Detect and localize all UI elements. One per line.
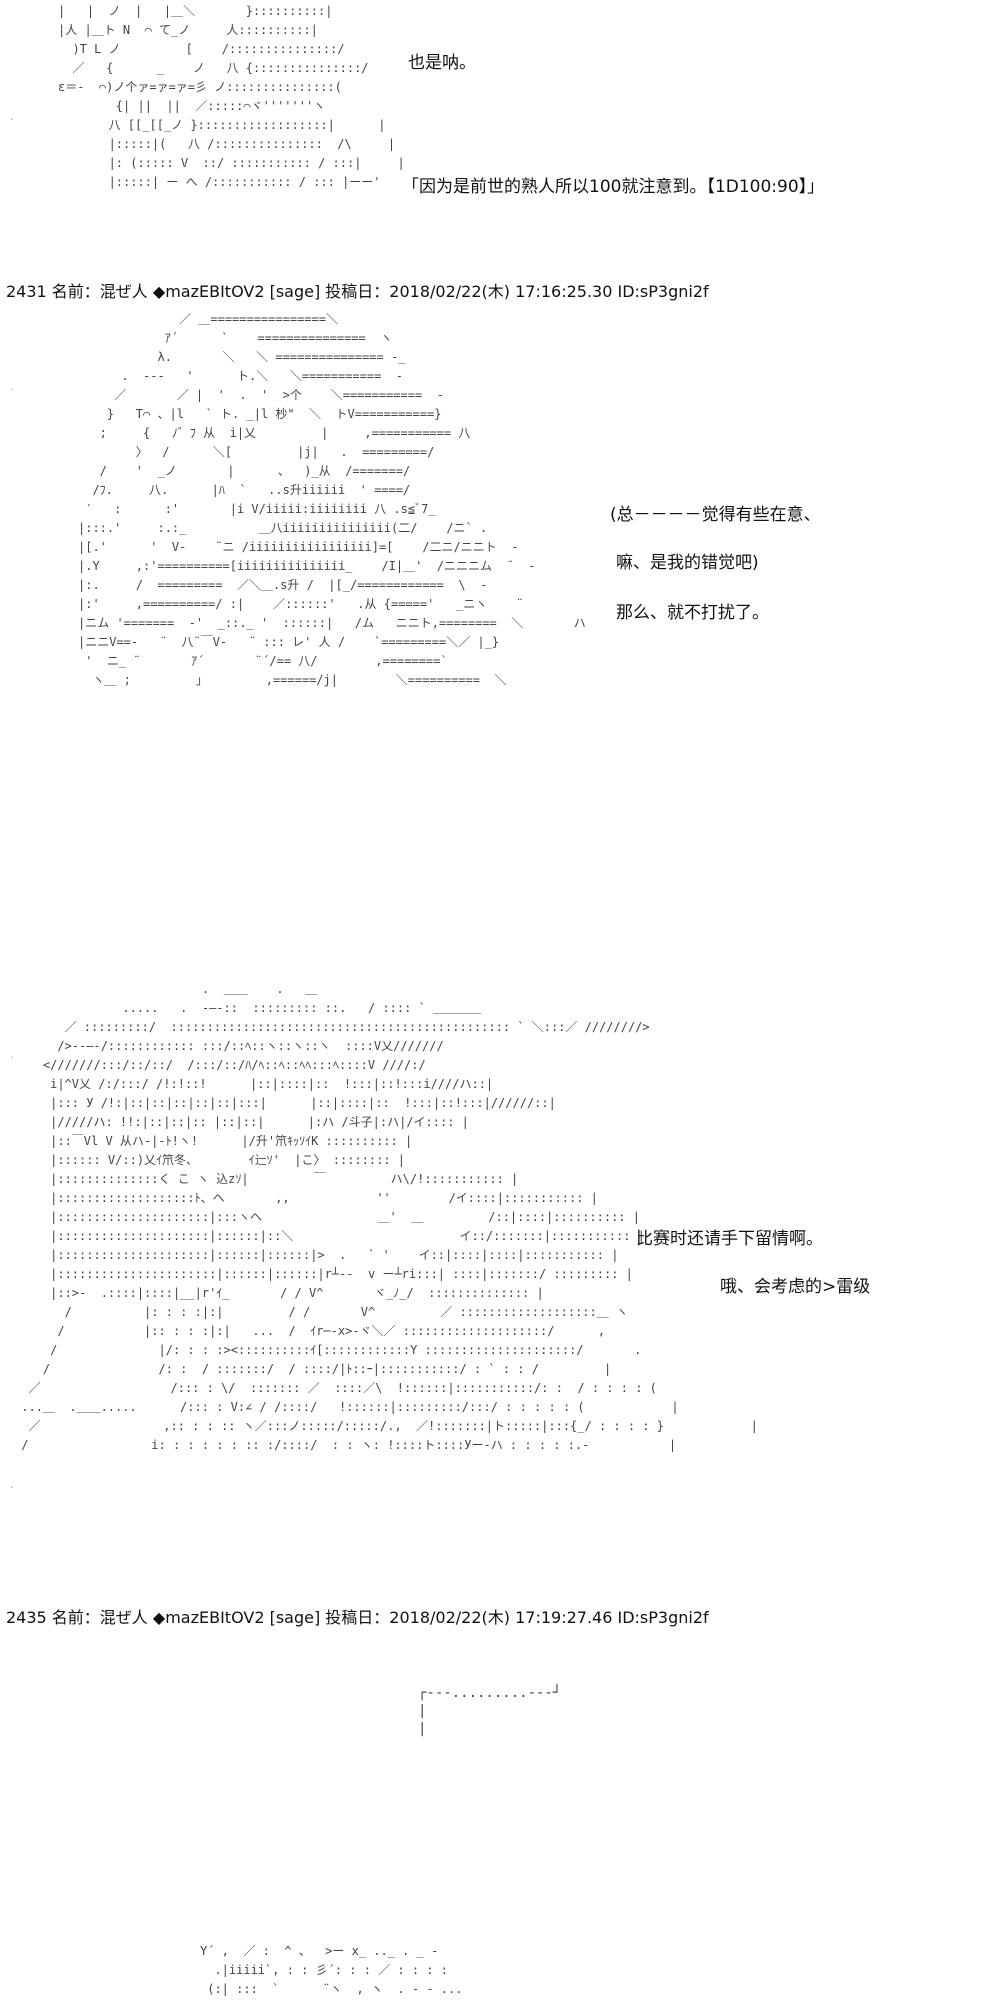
dialog-line: (总－－－－觉得有些在意、 bbox=[610, 505, 821, 525]
dialog-line: 「因为是前世的熟人所以100就注意到。【1D100:90】」 bbox=[402, 177, 825, 197]
dialog-line: 哦、会考虑的>雷级 bbox=[720, 1277, 871, 1297]
margin-dot: . bbox=[10, 382, 14, 393]
ascii-art-figure-2: ／ ＿================＼ ｱ´ ` ==============… bbox=[78, 312, 586, 687]
dialog-line: 嘛、是我的错觉吧) bbox=[616, 553, 759, 573]
margin-dot: . bbox=[10, 112, 14, 123]
ascii-art-bracket: ┌‐‐‐.........‐‐‐┘ | | bbox=[418, 1685, 562, 1737]
dialog-line: 也是呐。 bbox=[408, 53, 476, 73]
margin-dot: . bbox=[10, 1050, 14, 1061]
dialog-line: 比赛时还请手下留情啊。 bbox=[636, 1229, 823, 1249]
dialog-line: 那么、就不打扰了。 bbox=[616, 603, 769, 623]
margin-dot: . bbox=[10, 1480, 14, 1491]
post-header: 2435 名前：混ぜ人 ◆mazEBItOV2 [sage] 投稿日：2018/… bbox=[6, 1608, 709, 1627]
post-header: 2431 名前：混ぜ人 ◆mazEBItOV2 [sage] 投稿日：2018/… bbox=[6, 282, 709, 301]
ascii-art-figure-1: | | ノ | |＿＼ }::::::::::| |人 |＿ト N ⌒ て_ノ … bbox=[58, 4, 405, 189]
ascii-art-figure-3: . ＿＿ . ＿ ..... . ‐―‐:: ::::::::: ::. / :… bbox=[21, 982, 758, 1452]
ascii-art-figure-4: Y´ , ／ : ^ 、 >ー x_ .._ . _ - .|iiiii`, :… bbox=[200, 1944, 463, 1996]
